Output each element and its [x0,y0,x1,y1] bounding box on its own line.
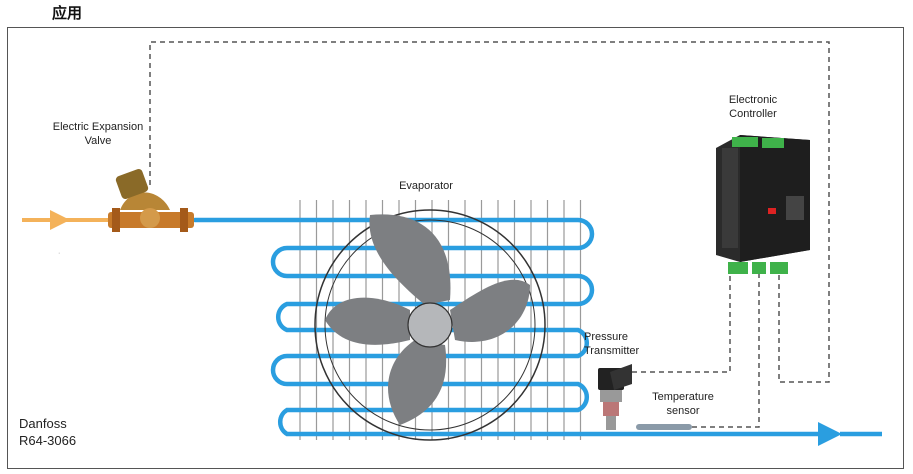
expansion-valve [108,169,194,232]
evaporator-label: Evaporator [399,180,453,192]
temperature-sensor [636,424,692,430]
temperature-label: Temperature sensor [638,390,728,418]
brand-name: Danfoss [19,416,67,431]
pressure-label-line1: Pressure [584,331,629,343]
brand-code: R64-3066 [19,433,77,448]
page-heading: 应用 [52,4,83,22]
temperature-label-line1: Temperature [652,391,714,403]
evaporator-coil [192,217,823,437]
svg-text:·: · [58,250,60,257]
electronic-controller [716,135,810,274]
signal-lines [149,41,830,428]
outlet-arrow [818,422,842,446]
controller-label-line2: Controller [729,108,777,120]
controller-label-line1: Electronic [728,94,778,106]
expansion-valve-label-line1: Electric Expansion [52,121,144,133]
controller-label: Electronic Controller [708,93,798,121]
fan [314,209,546,441]
pressure-transmitter [598,364,632,430]
brand-block: Danfoss R64-3066 [19,415,76,449]
expansion-valve-label: Electric Expansion Valve [28,120,168,148]
pressure-label: Pressure Transmitter [584,330,664,358]
inlet-arrow [50,210,70,230]
expansion-valve-label-line2: Valve [84,135,112,147]
pressure-label-line2: Transmitter [584,345,640,357]
diagram-frame [7,27,904,469]
temperature-label-line2: sensor [666,405,700,417]
